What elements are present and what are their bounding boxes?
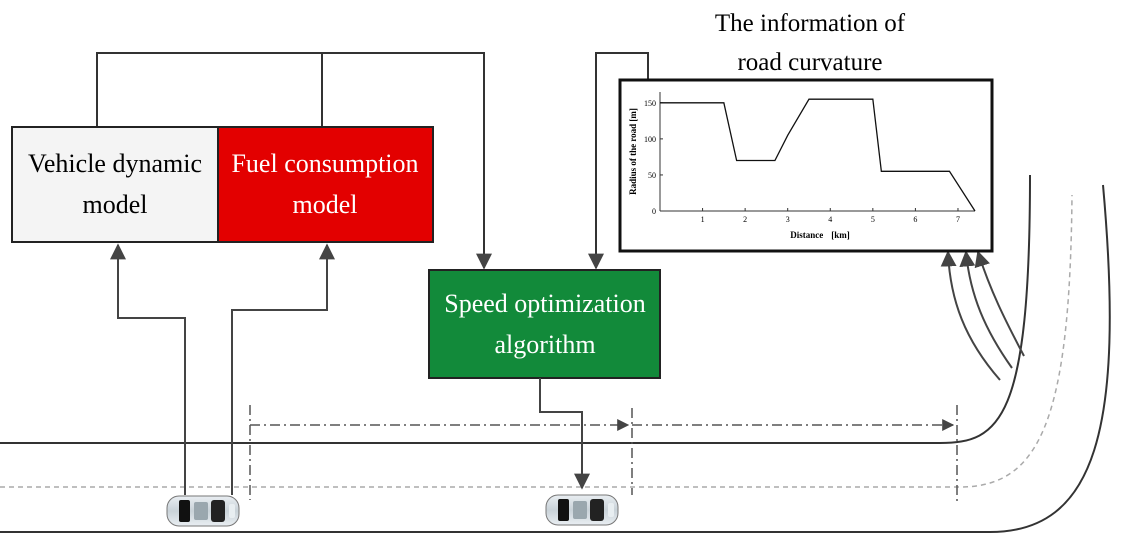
feedback-lines [96, 52, 649, 270]
chart-y-label: Radius of the road [m] [628, 108, 638, 195]
chart-x-tick-label: 6 [913, 215, 917, 224]
curvature-sensing-arrows [940, 250, 1025, 381]
fuel-consumption-label-1: Fuel consumption [231, 149, 418, 178]
chart-y-tick-label: 0 [652, 207, 656, 216]
chart-x-label: Distance[km] [790, 230, 850, 240]
speed-optimization-label-2: algorithm [494, 330, 595, 359]
control-output-arrow [539, 378, 590, 490]
vehicle-1 [166, 495, 240, 527]
speed-optimization-box: Speed optimization algorithm [428, 269, 661, 379]
chart-y-tick-label: 150 [644, 99, 656, 108]
chart-x-tick-label: 7 [956, 215, 960, 224]
vehicle-dynamic-model-box: Vehicle dynamic model [11, 126, 219, 243]
chart-x-tick-label: 5 [871, 215, 875, 224]
chart-series-line [660, 98, 976, 212]
chart-x-tick-label: 2 [743, 215, 747, 224]
speed-optimization-label-1: Speed optimization [444, 289, 645, 318]
chart-plot-area: 0 50 100 150 1 2 3 4 5 6 7 [644, 92, 976, 224]
lookahead-markers [249, 405, 958, 505]
road [0, 174, 1111, 533]
chart-x-tick-label: 1 [701, 215, 705, 224]
road-curvature-caption-1: The information of [715, 10, 906, 37]
vehicle-dynamic-label-1: Vehicle dynamic [28, 149, 202, 178]
vehicle-2 [545, 494, 619, 526]
chart-y-tick-label: 100 [644, 135, 656, 144]
road-curvature-caption-2: road curvature [737, 49, 882, 76]
chart-y-tick-label: 50 [648, 171, 656, 180]
fuel-consumption-model-box: Fuel consumption model [217, 126, 434, 243]
chart-x-tick-label: 3 [786, 215, 790, 224]
chart-x-tick-label: 4 [828, 215, 832, 224]
fuel-consumption-label-2: model [293, 190, 358, 219]
vehicle-dynamic-label-2: model [83, 190, 148, 219]
car-sensor-lines [110, 243, 335, 495]
